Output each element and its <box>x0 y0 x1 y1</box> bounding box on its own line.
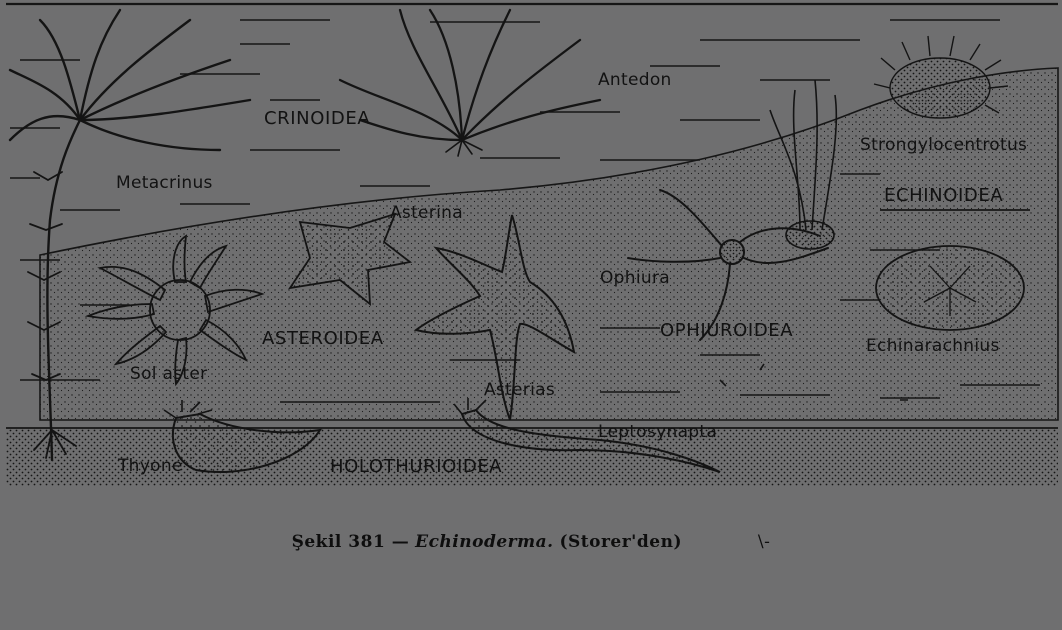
caption-prefix: Şekil 381 — <box>292 532 410 552</box>
label-ophiuroidea: OPHIUROIDEA <box>660 322 793 340</box>
caption-title: Echinoderma. <box>415 532 553 552</box>
label-strongylocentrotus: Strongylocentrotus <box>860 137 1027 154</box>
caption-mark: \- <box>758 532 770 552</box>
label-metacrinus: Metacrinus <box>116 175 213 192</box>
label-crinoidea: CRINOIDEA <box>264 110 370 128</box>
figure-caption: Şekil 381 — Echinoderma. (Storer'den) \- <box>0 532 1062 552</box>
label-asterias: Asterias <box>484 382 555 399</box>
echinarachnius-drawing <box>876 246 1024 330</box>
label-echinarachnius: Echinarachnius <box>866 338 1000 355</box>
antedon-drawing <box>340 10 600 156</box>
label-thyone: Thyone <box>118 458 183 475</box>
label-antedon: Antedon <box>598 72 672 89</box>
label-holothurioidea: HOLOTHURIOIDEA <box>330 458 502 476</box>
label-asterina: Asterina <box>390 205 463 222</box>
caption-source: (Storer'den) <box>559 532 682 552</box>
label-solaster: Sol aster <box>130 366 207 383</box>
label-leptosynapta: Leptosynapta <box>598 424 717 441</box>
label-ophiura: Ophiura <box>600 270 670 287</box>
label-asteroidea: ASTEROIDEA <box>262 330 384 348</box>
label-echinoidea: ECHINOIDEA <box>884 187 1003 205</box>
